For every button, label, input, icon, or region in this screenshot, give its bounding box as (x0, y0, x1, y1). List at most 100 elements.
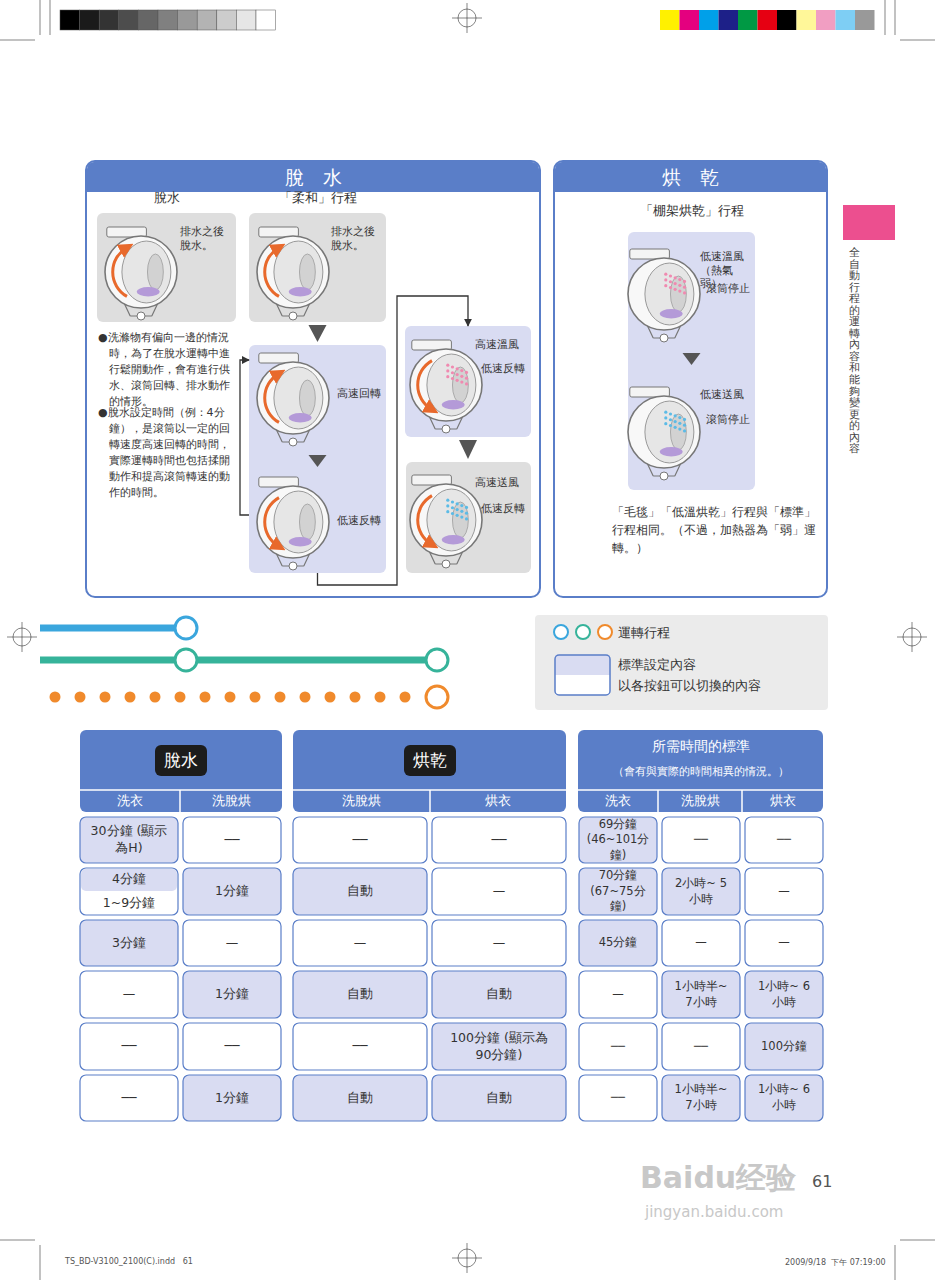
label-holder: 1小時半~ 7小時 (662, 1075, 740, 1121)
label-holder: ── (293, 817, 427, 863)
label-holder: Baidu经验 (640, 1158, 796, 1199)
label-holder: 1小時半~ 7小時 (662, 971, 740, 1018)
label-holder: — (432, 920, 566, 966)
text-holder: 排水之後 脫水。 (180, 225, 234, 252)
washer-drum-illustration (257, 227, 329, 320)
flow-connector (309, 325, 327, 342)
box-heading: 脫水 (97, 189, 236, 207)
table-cell (183, 971, 281, 1018)
colour-bar (660, 10, 680, 30)
registration-mark (452, 3, 482, 33)
colour-bar (758, 10, 778, 30)
table-cell-text: 100分鐘 (761, 1039, 807, 1055)
label-text: 洗脫烘 (681, 792, 720, 810)
table-cell (579, 817, 657, 863)
step-text: 低速反轉 (337, 514, 385, 528)
text-holder: 脫水 (97, 189, 236, 207)
legend-circle (576, 625, 590, 639)
legend-circle (554, 625, 568, 639)
table-cell-text: 2小時~ 5小時 (670, 876, 732, 907)
table-cell-text: ── (352, 1038, 367, 1055)
label-holder: 70分鐘 (67~75分鐘) (579, 868, 657, 915)
text-holder: 高速回轉 (337, 387, 385, 401)
table-cell (745, 817, 823, 863)
label-holder: ── (662, 817, 740, 863)
label-holder: 烘乾 (293, 735, 566, 785)
table-cell (662, 971, 740, 1018)
box-fill (406, 462, 531, 573)
legend-swatch (555, 655, 610, 675)
step-text: 滾筒停止 (706, 282, 752, 296)
step-box: 「柔和」行程排水之後 脫水。 (249, 213, 386, 322)
table-cell (80, 817, 178, 863)
flow-connector (683, 353, 701, 365)
label-text: ●脫水設定時間（例：4分鐘），是滾筒以一定的回轉速度高速回轉的時間，實際運轉時間… (98, 405, 236, 501)
colour-bar (699, 10, 719, 30)
label-holder: ── (293, 1023, 427, 1070)
table-cell-text: — (695, 935, 707, 951)
table-cell (293, 868, 427, 915)
label-holder: ── (579, 1023, 657, 1070)
step-text: 低速反轉 (481, 362, 529, 376)
label-text: 洗脫烘 (212, 792, 251, 810)
label-holder: ●洗滌物有偏向一邊的情況時，為了在脫水運轉中進行鬆開動作，會有進行供水、滾筒回轉… (98, 330, 236, 410)
table-cell-text: — (493, 883, 506, 900)
registration-mark (7, 622, 37, 652)
grey-bar (178, 10, 198, 30)
label-holder: 2小時~ 5小時 (662, 868, 740, 915)
table-cell-text: 自動 (347, 986, 373, 1003)
table-cell (432, 971, 566, 1018)
registration-mark (452, 1243, 482, 1273)
table-cell-text: 自動 (486, 986, 512, 1003)
table-cell-text: 1分鐘 (215, 1090, 249, 1107)
label-text: 「毛毯」「低溫烘乾」行程與「標準」行程相同。（不過，加熱器為「弱」運轉。） (612, 503, 826, 557)
label-text: jingyan.baidu.com (645, 1203, 783, 1221)
label-holder: 1小時~ 6小時 (745, 971, 823, 1018)
table-cell-text: — (778, 884, 790, 900)
label-holder: 4分鐘 (80, 868, 178, 891)
label-holder: 3分鐘 (80, 920, 178, 966)
label-holder: ── (745, 817, 823, 863)
table-cell (662, 1075, 740, 1121)
flow-connector (309, 455, 327, 467)
table-cell-text: 4分鐘 (112, 871, 146, 888)
label-holder: 100分鐘 (顯示為90分鐘) (432, 1023, 566, 1070)
grey-bar (256, 10, 276, 30)
label-holder: — (745, 868, 823, 915)
label-holder: 69分鐘 (46~101分鐘) (579, 817, 657, 863)
table-cell-text: 69分鐘 (46~101分鐘) (583, 817, 653, 864)
grey-bar (236, 10, 256, 30)
table-cell-text: ── (224, 832, 239, 849)
table-cell-text: ── (694, 832, 708, 848)
table-cell (183, 868, 281, 915)
washer-drum-illustration (257, 477, 329, 570)
label-holder: 脫水 (80, 735, 282, 785)
label-holder: ●脫水設定時間（例：4分鐘），是滾筒以一定的回轉速度高速回轉的時間，實際運轉時間… (98, 405, 236, 501)
table-cell (432, 1023, 566, 1070)
step-box: 低速溫風 （熱氣弱）滾筒停止 (628, 232, 755, 350)
table-cell-text: — (778, 935, 790, 951)
table-cell (80, 920, 178, 966)
table-cell-text: ── (121, 1038, 136, 1055)
table-cell (293, 1075, 427, 1121)
table-cell-text: — (612, 987, 624, 1003)
washer-drum-illustration (628, 387, 700, 480)
flow-connector (240, 360, 249, 515)
table-cell-text: ── (352, 832, 367, 849)
label-holder: ── (80, 1023, 178, 1070)
label-text: 61 (812, 1172, 832, 1191)
table-cell (662, 817, 740, 863)
label-holder: 自動 (293, 868, 427, 915)
colour-bar (816, 10, 836, 30)
table-cell (579, 868, 657, 915)
text-holder: 高速溫風 (475, 338, 529, 352)
label-holder: 洗衣 (80, 790, 180, 812)
table-cell (745, 1023, 823, 1070)
label-holder: ── (80, 1075, 178, 1121)
label-holder: 所需時間的標準 (578, 735, 823, 759)
label-holder: — (432, 868, 566, 915)
flow-connector (459, 440, 477, 459)
colour-bar (836, 10, 856, 30)
box-fill (97, 213, 236, 322)
label-text: 洗脫烘 (342, 792, 381, 810)
